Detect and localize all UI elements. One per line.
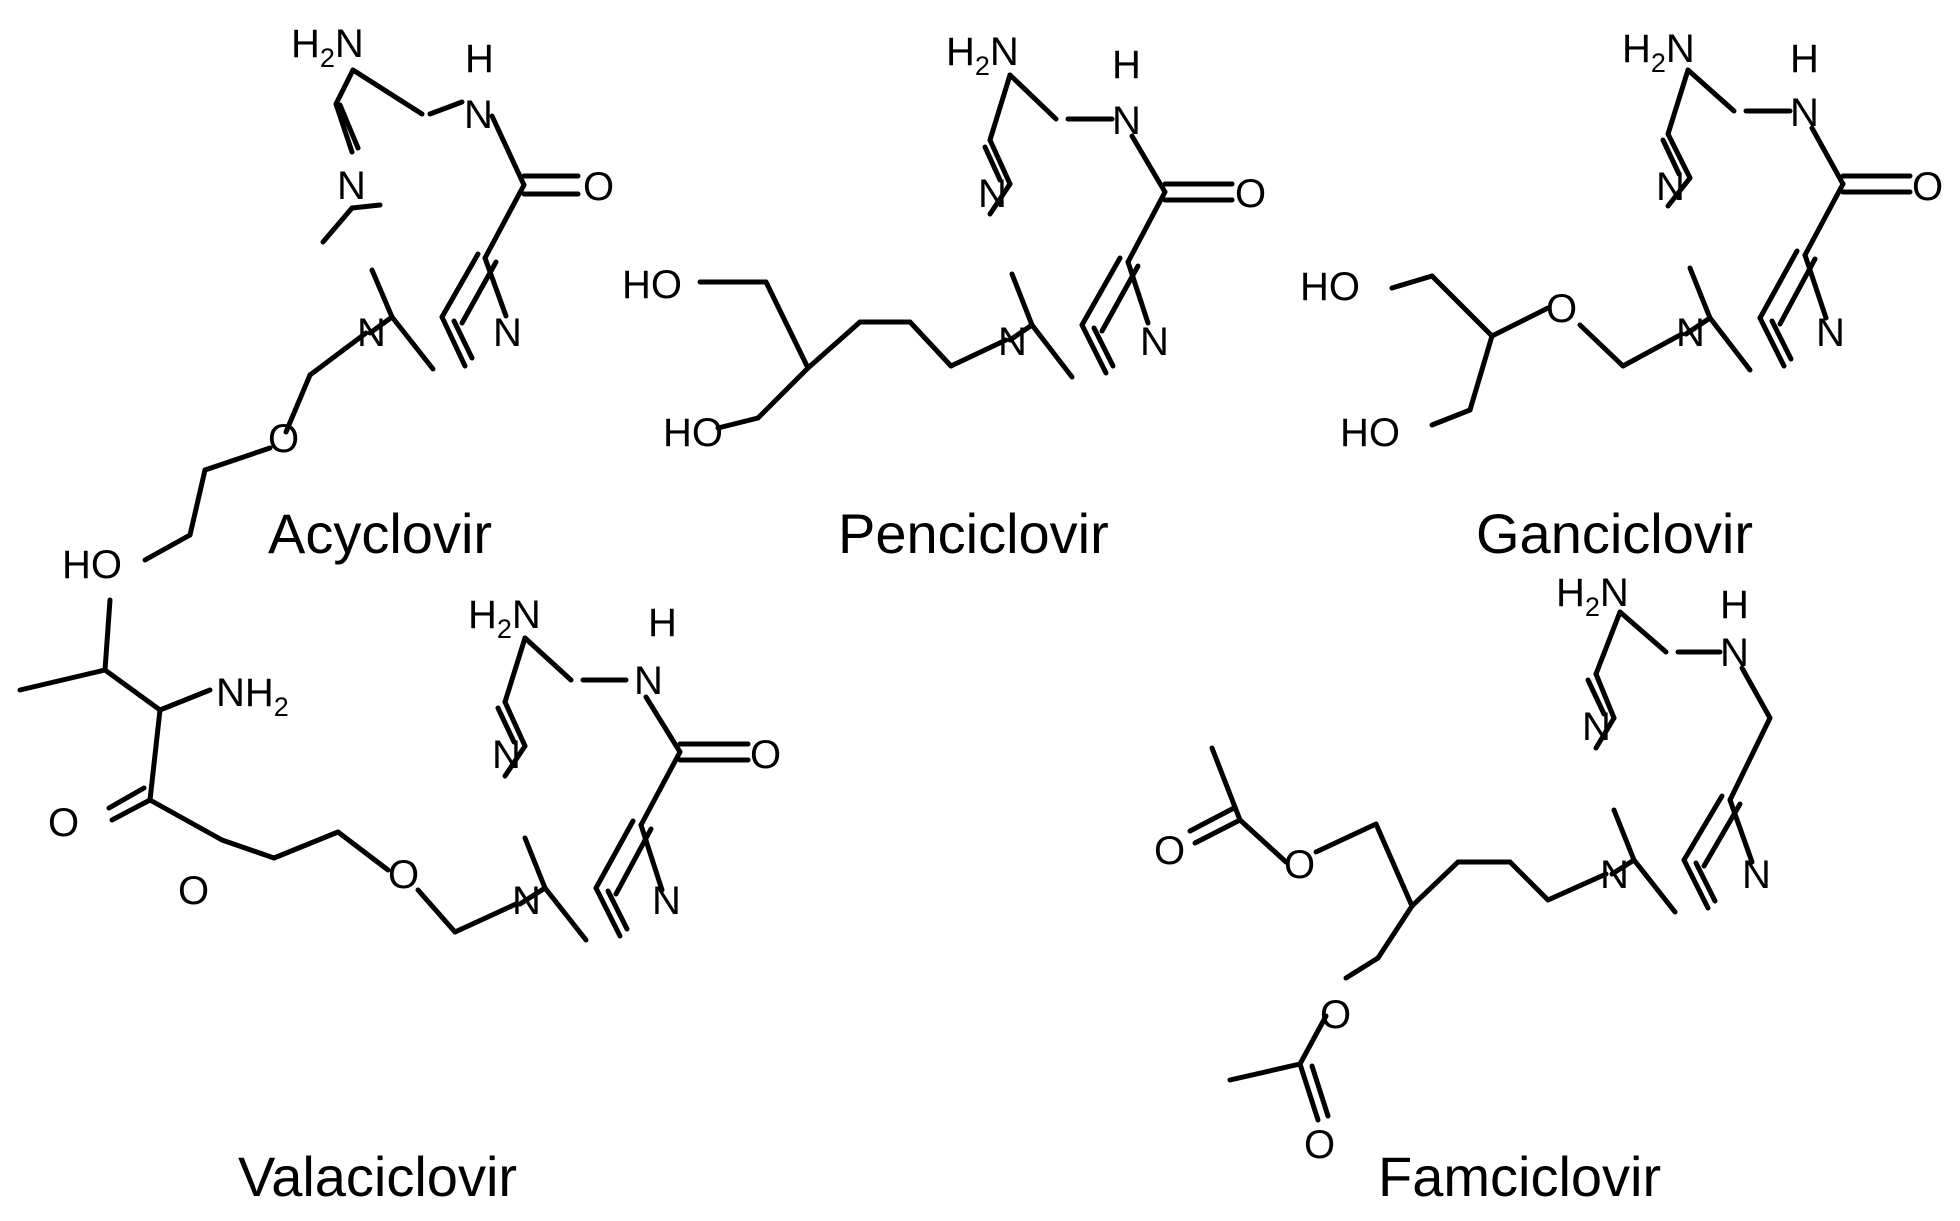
bonds (142, 67, 581, 563)
ester-carbonyl-o-label: O (48, 801, 79, 845)
carbonyl-o-label: O (583, 165, 614, 209)
ring-h-label: H (648, 601, 677, 645)
ring-n1-label: N (1112, 99, 1141, 143)
molecule-penciclovir: H2N H N O N N N HO HO Penciclovir (622, 30, 1266, 565)
ring-h-label: H (1790, 37, 1819, 81)
ester-o-label-top: O (1284, 843, 1315, 887)
molecule-name: Penciclovir (838, 502, 1109, 565)
ring-n1-label: N (634, 659, 663, 703)
hydroxyl-label-top: HO (622, 263, 682, 307)
hydroxyl-label: HO (62, 543, 122, 587)
ring-n9-label: N (1600, 853, 1629, 897)
molecule-acyclovir: H2N H N O N N N O HO Acyclovir (62, 22, 614, 587)
carbonyl-o-label: O (1235, 172, 1266, 216)
ring-n1-label: N (1790, 91, 1819, 135)
h2n-label: H2N (946, 30, 1019, 81)
ring-n1-label: N (464, 93, 493, 137)
atom-labels: H2N H N N N N O O O O (1154, 571, 1771, 1167)
bonds (1389, 67, 1913, 428)
ring-n7-label: N (652, 879, 681, 923)
amine-label: NH2 (216, 671, 289, 722)
ring-n3-label: N (978, 172, 1007, 216)
molecule-famciclovir: H2N H N N N N O O O O Famciclovir (1154, 571, 1773, 1208)
h2n-label: H2N (468, 593, 541, 644)
ring-n3-label: N (1656, 165, 1685, 209)
ring-n7-label: N (1742, 853, 1771, 897)
atom-labels: H2N H N O N N N O HO HO (1300, 27, 1943, 455)
ring-n7-label: N (1140, 320, 1169, 364)
ring-h-label: H (1112, 43, 1141, 87)
ring-n9-label: N (357, 311, 386, 355)
molecule-name: Acyclovir (268, 502, 492, 565)
carbonyl-o-label: O (750, 733, 781, 777)
ether-o-label: O (1546, 287, 1577, 331)
ester-carbonyl-o-label-top: O (1154, 829, 1185, 873)
hydroxyl-label-bottom: HO (663, 411, 723, 455)
h2n-label: H2N (1556, 571, 1629, 622)
atom-labels: H2N H N O N N N O O O NH2 (48, 593, 781, 923)
ring-n3-label: N (492, 733, 521, 777)
ether-o-label: O (268, 417, 299, 461)
bonds (1187, 609, 1773, 1123)
molecule-name: Famciclovir (1378, 1145, 1661, 1208)
ring-n1-label: N (1720, 631, 1749, 675)
ester-o-label: O (178, 869, 209, 913)
ring-n9-label: N (998, 320, 1027, 364)
ring-n9-label: N (1676, 311, 1705, 355)
ring-n7-label: N (493, 311, 522, 355)
ring-n3-label: N (337, 164, 366, 208)
molecule-name: Valaciclovir (238, 1145, 517, 1208)
bonds (697, 72, 1235, 431)
bonds (17, 597, 751, 943)
ring-n9-label: N (512, 879, 541, 923)
ether-o-label: O (388, 853, 419, 897)
ester-carbonyl-o-label-bottom: O (1304, 1123, 1335, 1167)
hydroxyl-label-top: HO (1300, 265, 1360, 309)
atom-labels: H2N H N O N N N HO HO (622, 30, 1266, 455)
h2n-label: H2N (291, 22, 364, 73)
molecule-name: Ganciclovir (1476, 502, 1753, 565)
carbonyl-o-label: O (1912, 165, 1943, 209)
molecule-ganciclovir: H2N H N O N N N O HO HO Ganciclovir (1300, 27, 1943, 565)
hydroxyl-label-bottom: HO (1340, 411, 1400, 455)
molecule-valaciclovir: H2N H N O N N N O O O NH2 Valaciclovir (17, 593, 781, 1208)
h2n-label: H2N (1622, 27, 1695, 78)
ring-h-label: H (465, 37, 494, 81)
atom-labels: H2N H N O N N N O HO (62, 22, 614, 587)
ring-n7-label: N (1816, 311, 1845, 355)
ring-n3-label: N (1582, 705, 1611, 749)
ester-o-label-bottom: O (1320, 993, 1351, 1037)
ring-h-label: H (1720, 583, 1749, 627)
